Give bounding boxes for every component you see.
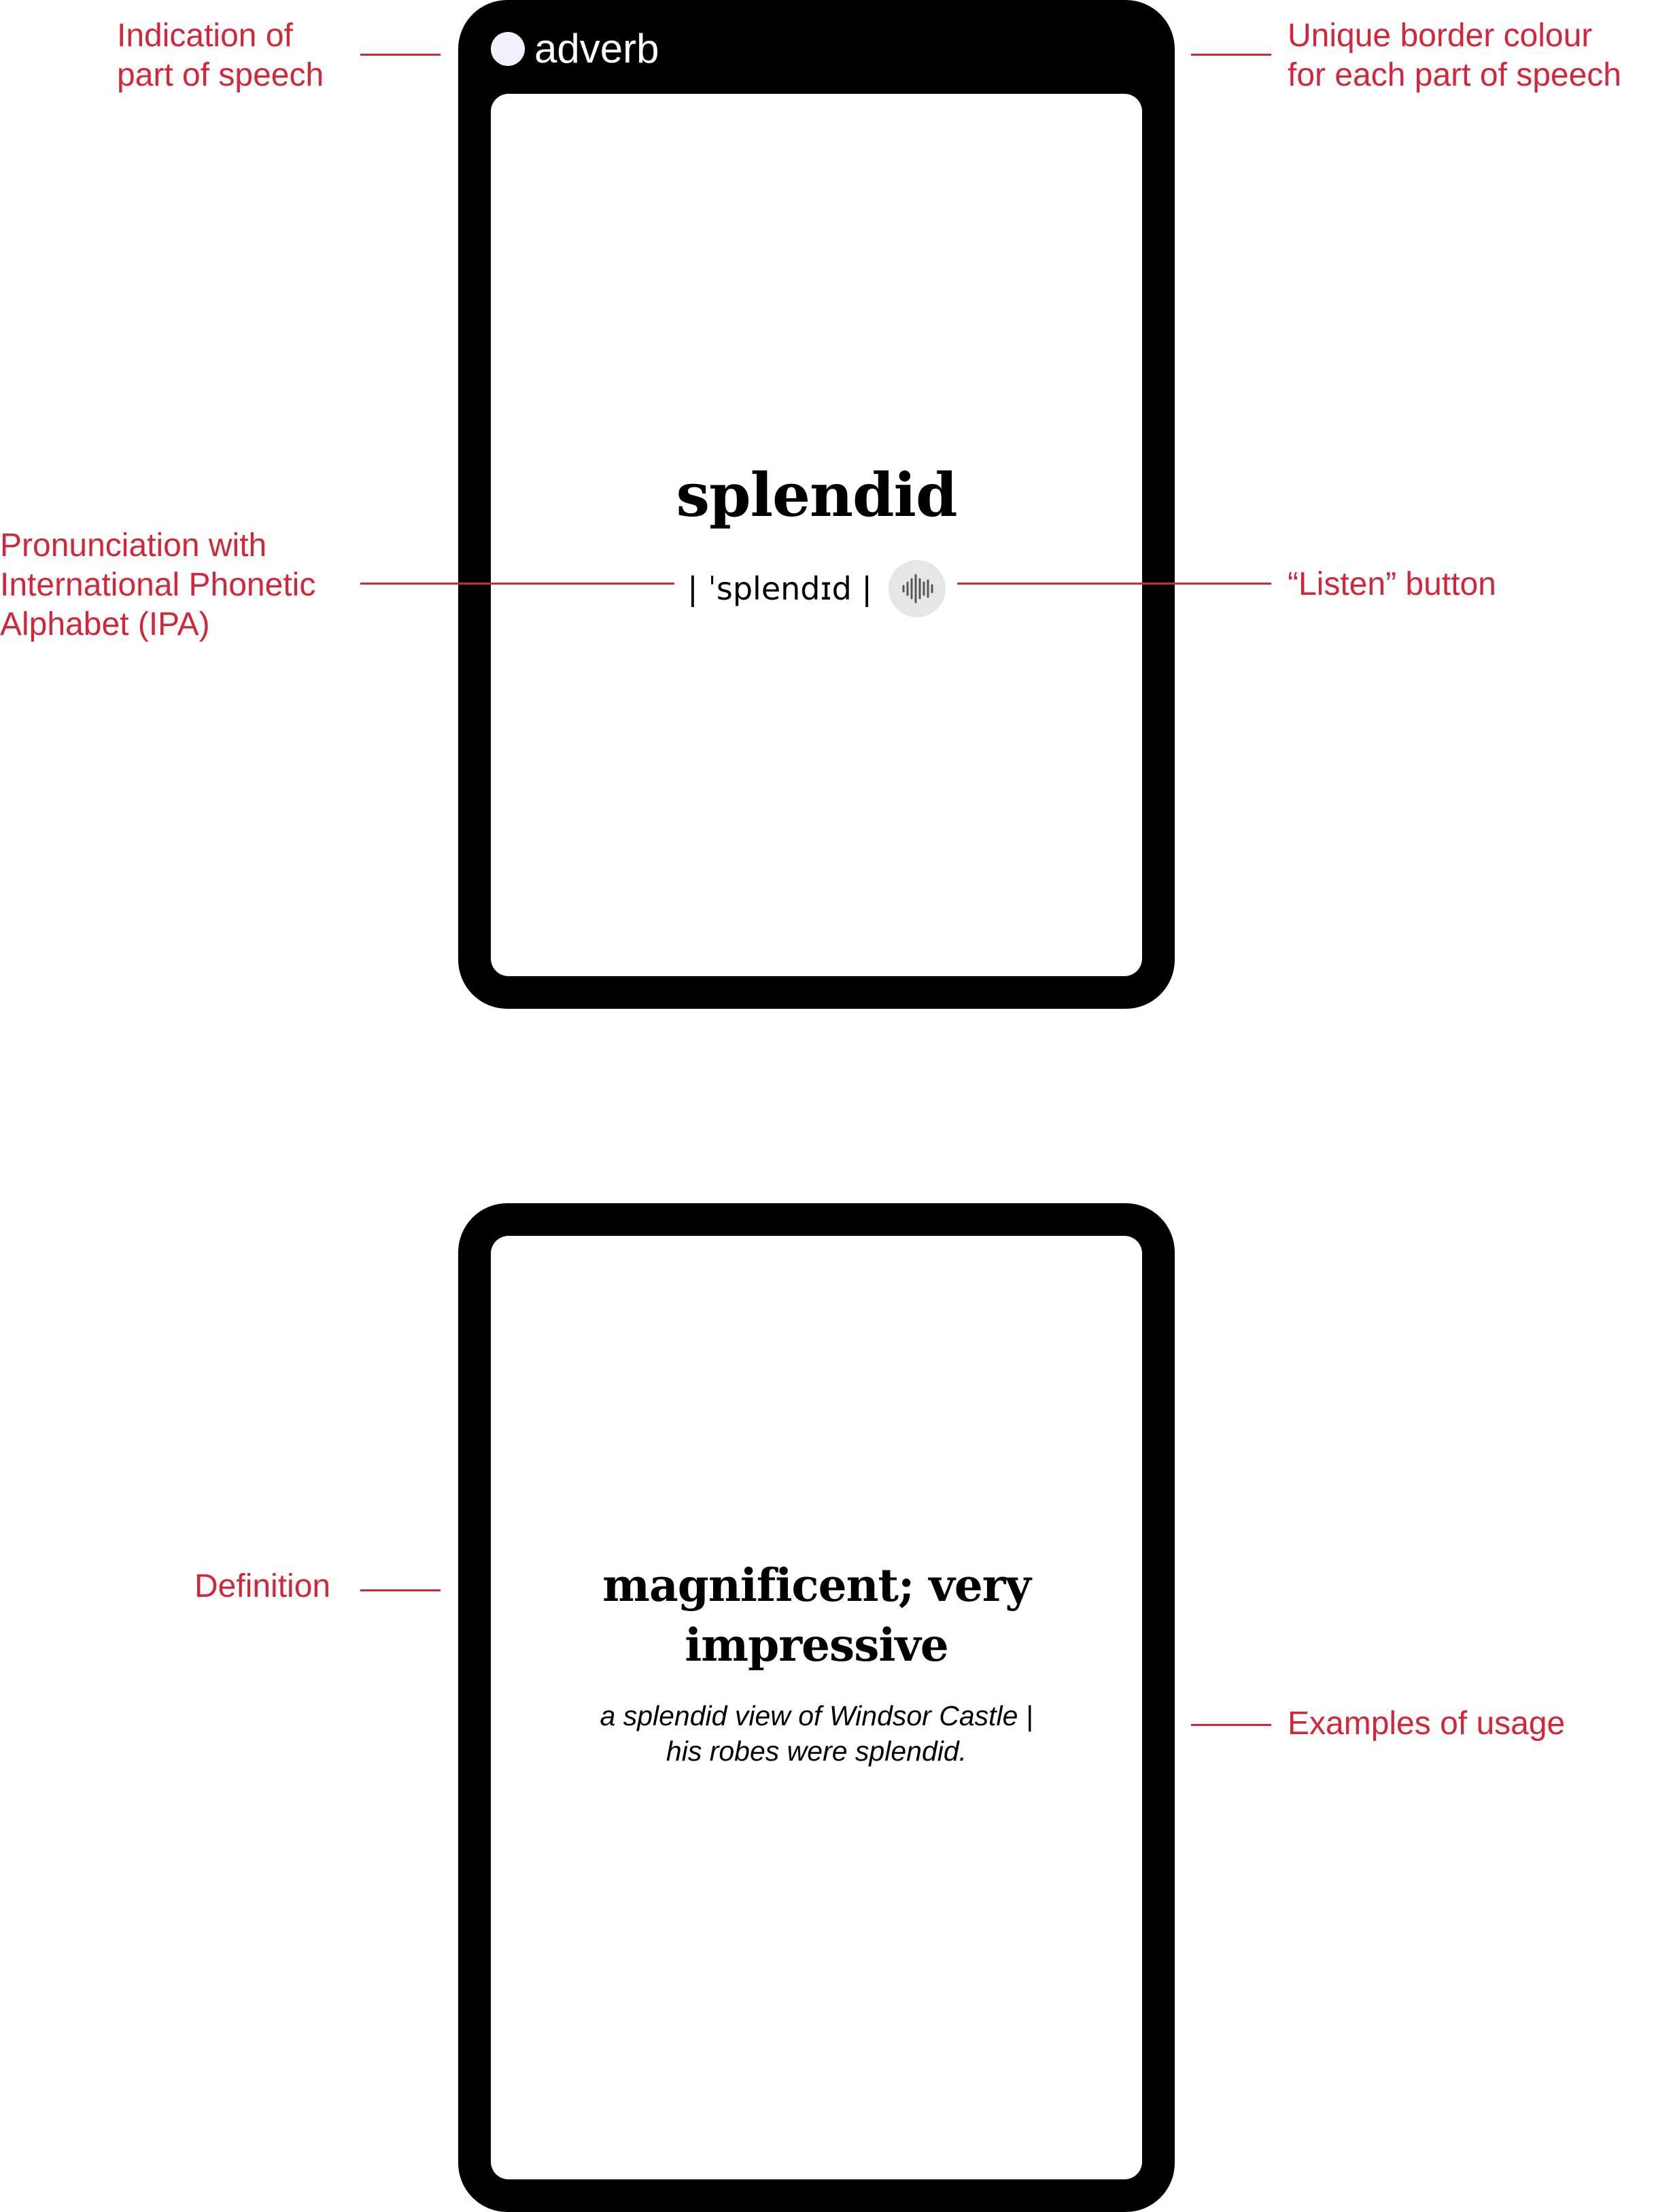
annotation-line: for each part of speech [1288, 57, 1621, 93]
part-of-speech-dot [491, 32, 525, 66]
leader-line [360, 1589, 441, 1591]
card-face: magnificent; very impressive a splendid … [491, 1236, 1142, 2179]
leader-line [957, 583, 1271, 585]
ipa-pronunciation: | ˈsplendɪd | [687, 570, 872, 607]
usage-examples: a splendid view of Windsor Castle | his … [566, 1698, 1067, 1769]
annotation-line: International Phonetic [0, 567, 316, 603]
leader-line [360, 54, 441, 56]
annotation-examples: Examples of usage [1288, 1706, 1566, 1742]
flashcard-back[interactable]: magnificent; very impressive a splendid … [458, 1203, 1175, 2212]
annotation-part-of-speech: Indication of part of speech [117, 16, 324, 95]
annotation-line: Indication of [117, 18, 293, 54]
waveform-icon [902, 574, 933, 604]
annotation-listen: “Listen” button [1288, 566, 1496, 602]
annotation-line: Alphabet (IPA) [0, 606, 210, 642]
usage-example-line: a splendid view of Windsor Castle | [600, 1700, 1033, 1731]
part-of-speech-text: adverb [534, 26, 659, 71]
annotation-line: part of speech [117, 57, 324, 93]
leader-line [360, 583, 674, 585]
part-of-speech-label: adverb [491, 24, 659, 73]
flashcard-front[interactable]: adverb splendid | ˈsplendɪd | [458, 0, 1175, 1009]
card-face: splendid | ˈsplendɪd | [491, 94, 1142, 976]
headword: splendid [676, 460, 958, 530]
annotation-definition: Definition [194, 1568, 331, 1604]
annotation-border-colour: Unique border colour for each part of sp… [1288, 16, 1621, 95]
definition-text: magnificent; very impressive [602, 1559, 1031, 1672]
annotation-line: Pronunciation with [0, 528, 267, 564]
annotation-pronunciation: Pronunciation with International Phoneti… [0, 526, 315, 644]
usage-example-line: his robes were splendid. [666, 1735, 967, 1767]
leader-line [1191, 54, 1271, 56]
pronunciation-row: | ˈsplendɪd | [491, 556, 1142, 621]
listen-button[interactable] [888, 560, 946, 617]
annotation-line: Unique border colour [1288, 18, 1593, 54]
leader-line [1191, 1724, 1271, 1726]
